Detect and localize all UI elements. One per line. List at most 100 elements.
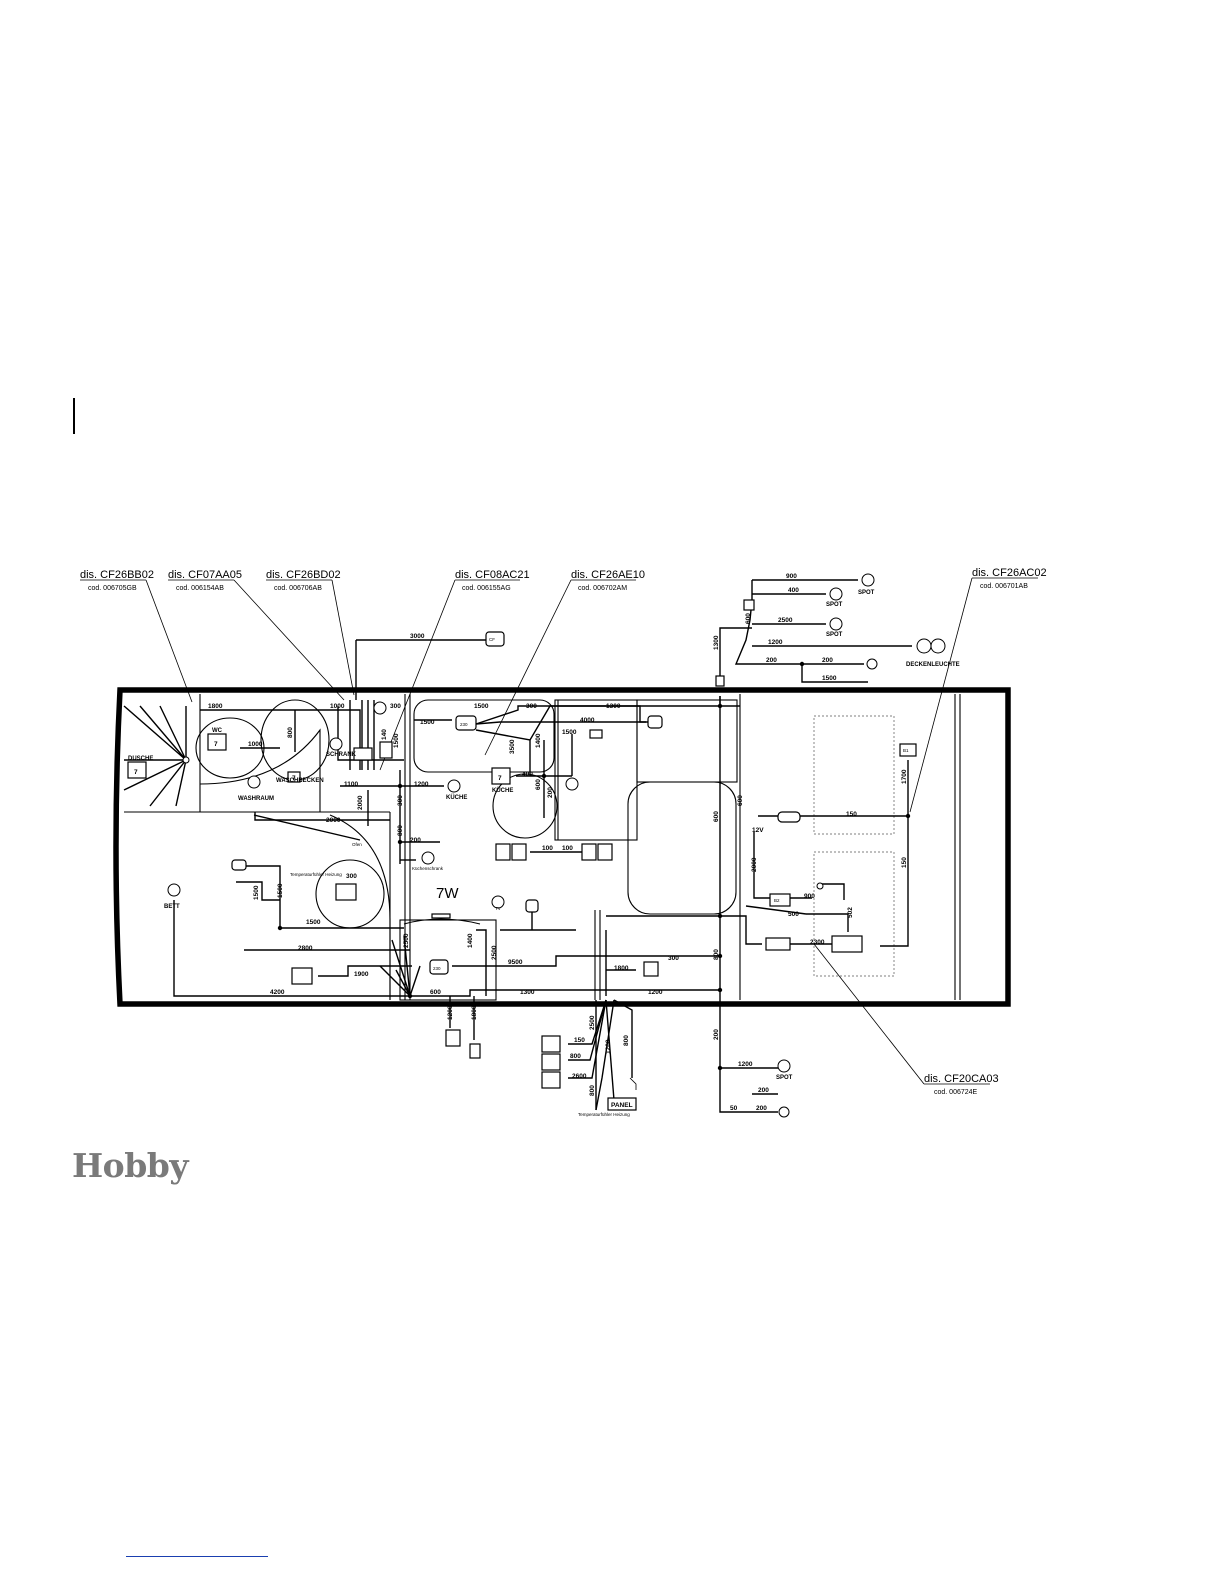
len-label: 150 [574,1037,585,1044]
len-label: 600 [430,989,441,996]
len-label: 4000 [580,717,595,724]
len-label: 1300 [606,703,621,710]
socket-kitchen [647,715,663,729]
len-label: 800 [713,949,720,960]
label-deckenleuchte: DECKENLEUCHTE [906,662,960,668]
len-label: 800 [570,1053,581,1060]
len-label: 900 [786,573,797,580]
len-label: 1200 [447,1005,454,1020]
lamp-5a [866,658,878,670]
len-label: 1400 [535,733,542,748]
waschbecken-switch [287,771,301,783]
len-label: 300 [390,703,401,710]
len-label: 300 [397,795,404,806]
len-label: 300 [526,703,537,710]
margin-mark [73,398,75,434]
vehicle-outline [113,687,1011,1007]
label-kuche-2: KÜCHE [492,787,513,794]
label-wc: WC [212,728,223,734]
len-label: 600 [713,811,720,822]
ref-cod: cod. 006154AB [176,585,224,592]
ref-cod: cod. 006724E [934,1089,978,1096]
panel-box [607,1097,637,1111]
schrank-lamp [329,737,343,751]
len-label: 150 [901,857,908,868]
ref-cf08ac21: dis. CF08AC21 cod. 006155AG [379,569,530,771]
len-label: 1500 [822,675,837,682]
waschraum-lamp [247,775,261,789]
bottom-socket-2 [469,1043,481,1059]
len-label: 300 [668,955,679,962]
footer-rule [126,1556,268,1557]
schrank-switch [353,747,373,761]
ref-cod: cod. 006155AG [462,585,511,592]
ref-dis: dis. CF08AC21 [455,569,530,581]
switch-living [291,967,313,985]
len-label: 100 [562,845,573,852]
panel-switch-3 [541,1071,561,1089]
len-label: 1500 [393,733,400,748]
lamp-5b [778,1106,790,1118]
ref-dis: dis. CF26BB02 [80,569,154,581]
len-label: 800 [287,727,294,738]
ref-cod: cod. 006701AB [980,583,1028,590]
switch-a1 [495,843,511,861]
len-label: 4200 [270,989,285,996]
len-label: 1200 [605,1039,612,1054]
relay [765,937,791,951]
battery-b1 [899,743,917,757]
label-dusche: DUSCHE [128,756,153,762]
horn [629,1077,637,1090]
len-label: 200 [756,1105,767,1112]
len-label: 3500 [509,739,516,754]
svg-text:7: 7 [292,775,296,782]
len-label: 3000 [410,633,425,640]
cf-box [485,631,505,647]
label-12v: 12V [752,827,764,834]
key-socket [777,811,801,823]
len-label: 200 [758,1087,769,1094]
len-label: 2000 [357,795,364,810]
svg-text:7: 7 [498,775,502,782]
len-label: 2300 [810,939,825,946]
spot-lamp-3 [829,617,843,631]
label-kuchenschrank: Küchenschrank [412,866,444,871]
junction-top [743,599,755,611]
svg-text:230: 230 [433,966,441,971]
ref-cf26bb02: dis. CF26BB02 cod. 006705GB [80,569,193,703]
spot-lamp-4 [777,1059,791,1073]
len-label: 1200 [768,639,783,646]
antenna-socket [525,899,539,913]
len-label: 9500 [508,959,523,966]
len-label: 2000 [326,817,341,824]
len-label: 2500 [778,617,793,624]
heater-unit [335,883,357,901]
len-label: 2800 [298,945,313,952]
len-label: 500 [788,911,799,918]
ref-dis: dis. CF26BD02 [266,569,341,581]
panel-switch-2 [541,1053,561,1071]
len-label: 400 [522,771,533,778]
ref-cf07aa05: dis. CF07AA05 cod. 006154AB [168,569,345,701]
tv-socket [491,895,505,909]
len-label: 800 [623,1035,630,1046]
label-tv: TV [495,906,501,911]
len-label: 800 [589,1085,596,1096]
len-label: 1000 [248,741,263,748]
len-label: 2500 [403,933,410,948]
len-label: 1200 [648,989,663,996]
ref-dis: dis. CF26AC02 [972,567,1047,579]
len-label: 300 [346,873,357,880]
switch-b2 [597,843,613,861]
label-ofen: Ofen [352,842,362,847]
fuse [589,729,603,739]
len-label: 502 [847,907,854,918]
label-bett: BETT [164,904,180,910]
len-label: 1800 [471,1005,478,1020]
len-label: 1300 [713,635,720,650]
len-label: 600 [535,779,542,790]
label-waschbecken: WASCHBECKEN [276,778,324,784]
label-waschraum: WASHRAUM [238,796,274,802]
len-label: 1500 [562,729,577,736]
